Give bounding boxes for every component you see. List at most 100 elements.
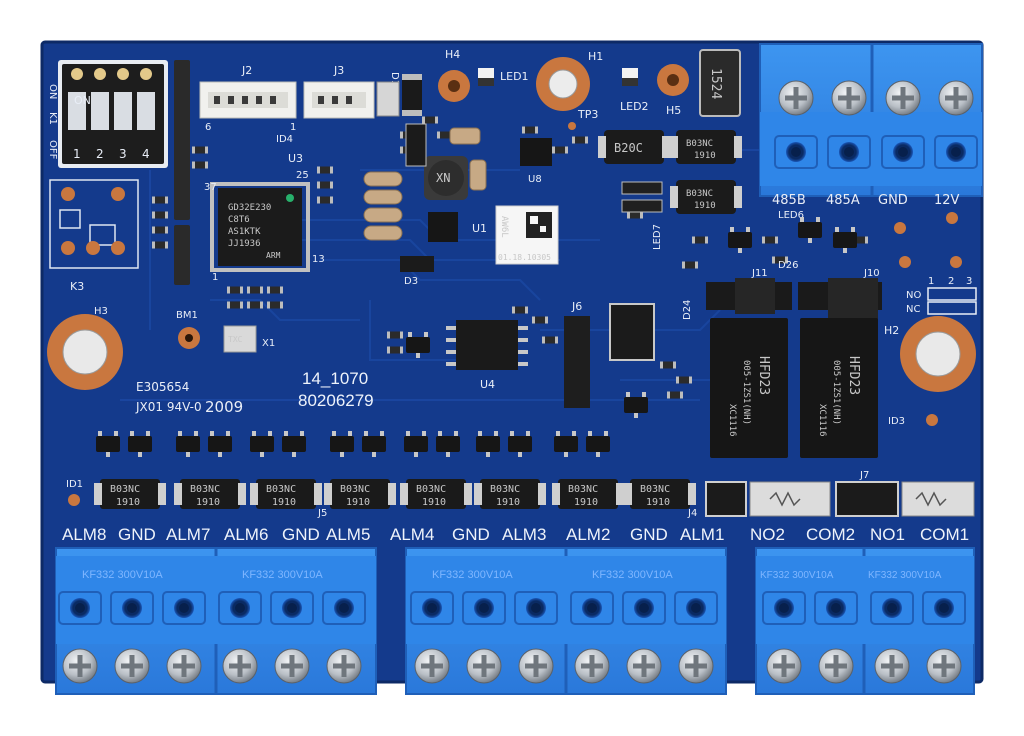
x1-label: X1 [262, 338, 275, 349]
chip-u4 [446, 320, 528, 370]
legend-pin3: 3 [966, 276, 972, 287]
u3-label: U3 [288, 152, 303, 165]
terminal-block-alm4-alm1[interactable] [405, 547, 727, 695]
connector-j2[interactable] [199, 81, 297, 119]
diode8-lot: 1910 [646, 497, 670, 508]
id4-label: ID4 [276, 134, 293, 145]
bm1-pad [178, 327, 200, 349]
block2b-text: KF332 300V10A [592, 569, 673, 581]
label-alm7: ALM7 [166, 525, 210, 544]
label-alm2: ALM2 [566, 525, 610, 544]
mcu-line-5: ARM [266, 251, 281, 260]
diode4-lot: 1910 [346, 497, 370, 508]
mount-hole-h2 [900, 316, 976, 392]
diode-mid-lot: 1910 [694, 201, 716, 211]
relay-legend [927, 287, 977, 315]
label-gnd-4: GND [630, 525, 668, 544]
marking-part-b: 80206279 [298, 391, 374, 410]
terminal-block-relays[interactable] [755, 547, 975, 695]
h1-label: H1 [588, 50, 603, 63]
u8-label: U8 [528, 174, 542, 185]
led1-label: LED1 [500, 70, 529, 83]
diode-top-1910 [670, 130, 742, 164]
top-label-485a: 485A [826, 193, 860, 208]
d24-label: D24 [682, 300, 693, 320]
h2-label: H2 [884, 324, 899, 337]
marking-year: 2009 [205, 398, 243, 416]
diode7-code: B03NC [568, 484, 598, 495]
h3-label: H3 [94, 306, 108, 317]
label-alm3: ALM3 [502, 525, 546, 544]
block1a-text: KF332 300V10A [82, 569, 163, 581]
connector-j3[interactable] [303, 81, 375, 119]
mcu-line-3: AS1KTK [228, 227, 261, 237]
u4-label: U4 [480, 378, 495, 391]
label-alm6: ALM6 [224, 525, 268, 544]
dip-switch[interactable] [58, 60, 168, 168]
j11-label: J11 [751, 268, 768, 279]
dip-side-k1: K1 [47, 112, 58, 125]
mount-hole-h5 [657, 64, 689, 96]
label-gnd-3: GND [452, 525, 490, 544]
block3b-text: KF332 300V10A [868, 570, 942, 581]
led2-label: LED2 [620, 100, 649, 113]
crystal-x1 [223, 325, 257, 353]
dip-num-3: 3 [119, 147, 127, 161]
diode4-code: B03NC [340, 484, 370, 495]
dip-num-2: 2 [96, 147, 104, 161]
dip-num-4: 4 [142, 147, 150, 161]
relay1-model: HFD23 [756, 356, 771, 395]
h4-label: H4 [445, 48, 460, 61]
diode3-lot: 1910 [272, 497, 296, 508]
diode-u-right [609, 303, 655, 361]
led2 [622, 68, 638, 86]
j3-label: J3 [333, 64, 344, 77]
mcu-line-2: C8T6 [228, 215, 250, 225]
bottom-label-row: ALM8 GND ALM7 ALM6 GND ALM5 ALM4 GND ALM… [62, 525, 969, 544]
diode5-lot: 1910 [422, 497, 446, 508]
led6-label: LED6 [778, 210, 804, 221]
relay1-lot: XC1116 [727, 404, 737, 437]
block3a-text: KF332 300V10A [760, 570, 834, 581]
block2a-text: KF332 300V10A [432, 569, 513, 581]
diode6-code: B03NC [490, 484, 520, 495]
alarm-diode-texts: B03NC 1910 B03NC 1910 B03NC 1910 B03NC 1… [110, 484, 670, 508]
legend-no: NO [906, 290, 921, 301]
top-label-485b: 485B [772, 193, 806, 208]
terminal-block-top[interactable] [759, 43, 983, 197]
inductor-xn [424, 156, 468, 200]
mount-hole-h3 [47, 314, 123, 390]
dip-num-1: 1 [73, 147, 81, 161]
crystal-text: TXC [228, 335, 243, 344]
header-j6[interactable] [564, 316, 590, 408]
j2-label: J2 [241, 64, 252, 77]
relay-1 [710, 318, 788, 458]
label-gnd-2: GND [282, 525, 320, 544]
capacitors [363, 127, 487, 241]
inductor-code: 1524 [708, 68, 723, 99]
jumper-j11[interactable] [706, 278, 792, 314]
diode3-code: B03NC [266, 484, 296, 495]
relay2-model: HFD23 [846, 356, 861, 395]
dip-side-off: OFF [47, 140, 58, 160]
block1b-text: KF332 300V10A [242, 569, 323, 581]
marking-rating: JX01 94V-0 [135, 400, 202, 414]
led7-label: LED7 [652, 224, 663, 250]
id1-label: ID1 [66, 479, 83, 490]
label-no2: NO2 [750, 525, 785, 544]
legend-pin2: 2 [948, 276, 954, 287]
d26-label: D26 [778, 260, 798, 271]
relay2-lot: XC1116 [817, 404, 827, 437]
diode-d1 [402, 74, 422, 116]
marking-ul: E305654 [136, 380, 189, 394]
diode6-lot: 1910 [496, 497, 520, 508]
label-gnd-1: GND [118, 525, 156, 544]
mount-hole-h4 [438, 70, 470, 102]
diode-b20c [598, 130, 670, 164]
diode1-lot: 1910 [116, 497, 140, 508]
mcu-line-4: JJ1936 [228, 239, 261, 249]
dip-side-on: ON [47, 84, 58, 99]
terminal-block-alm8-alm5[interactable] [55, 547, 377, 695]
diode8-code: B03NC [640, 484, 670, 495]
j4-label: J4 [687, 508, 697, 519]
